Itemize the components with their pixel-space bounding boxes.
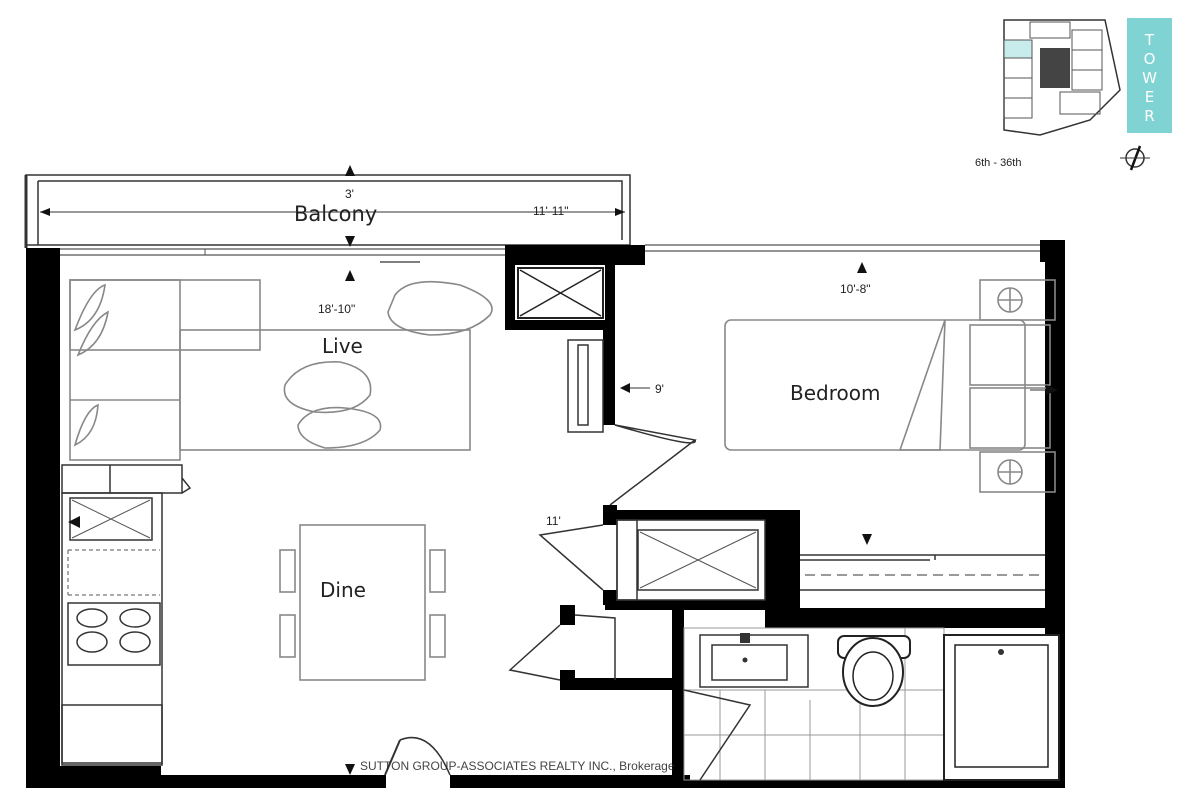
bedroom-width-dim: 10'-8": [840, 282, 871, 296]
bathroom-vanity: [699, 633, 809, 688]
bedroom-depth-dim: 9': [655, 382, 664, 396]
dine-label: Dine: [320, 578, 366, 602]
walls: [26, 240, 1065, 788]
balcony-width-dim: 11'-11": [533, 204, 568, 218]
live-width-dim: 18'-10": [318, 302, 355, 316]
armchair: [387, 280, 493, 336]
north-arrow-icon: [1120, 145, 1150, 171]
toilet: [837, 635, 911, 707]
balcony-depth-dim: 3': [345, 187, 354, 201]
tower-badge: [1127, 18, 1172, 133]
live-label: Live: [322, 334, 363, 358]
bed: [724, 319, 1051, 451]
tower-letter: R: [1144, 107, 1154, 125]
bedroom-wardrobe: [800, 554, 1045, 591]
balcony-label: Balcony: [294, 202, 377, 226]
duct-box: [517, 267, 604, 319]
laundry-closet: [508, 519, 766, 681]
glazing: [60, 244, 1045, 263]
rug: [179, 329, 471, 451]
dining-table: [279, 524, 446, 681]
tower-letter: T: [1144, 31, 1155, 49]
bedroom-label: Bedroom: [790, 381, 880, 405]
floors-label: 6th - 36th: [975, 157, 1021, 169]
watermark: SUTTON GROUP-ASSOCIATES REALTY INC., Bro…: [360, 759, 675, 773]
coffee-tables: [283, 361, 382, 449]
key-plan: [1003, 19, 1121, 136]
bathroom-door: [683, 689, 752, 781]
nightstands: [979, 279, 1056, 493]
tower-letter: E: [1145, 88, 1154, 106]
living-closet: [567, 339, 604, 433]
dine-depth-dim: 11': [546, 514, 561, 528]
bathtub: [943, 634, 1060, 781]
entry-door: [384, 736, 451, 776]
kitchen-counter: [61, 464, 192, 766]
bedroom-door: [609, 424, 697, 506]
tower-letter: W: [1142, 69, 1157, 87]
sofa: [69, 279, 261, 461]
tower-letter: O: [1144, 50, 1156, 68]
